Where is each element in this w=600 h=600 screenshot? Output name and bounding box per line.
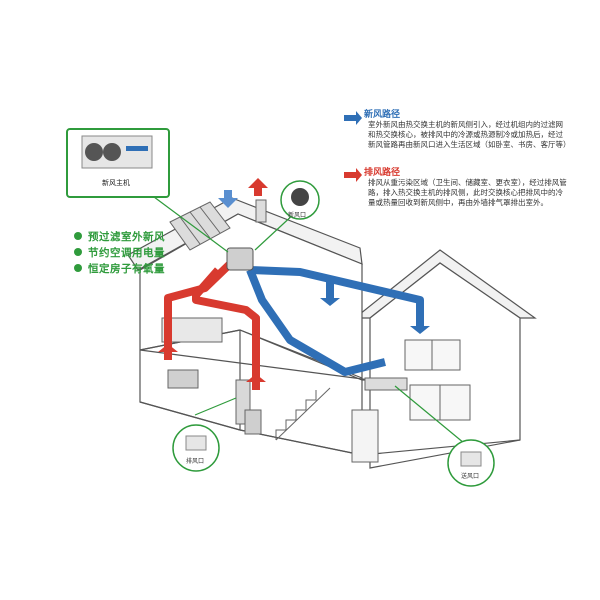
exhaust-air-text: 排风从重污染区域（卫生间、储藏室、更衣室），经过排风管路，排入热交换主机的排风侧… — [368, 178, 567, 207]
fresh-air-inlet-arrow-icon — [218, 190, 238, 208]
ventilation-unit-photo-icon — [81, 135, 153, 169]
supply-arrow-icon-2 — [320, 292, 340, 306]
chimney — [255, 199, 267, 223]
exhaust-vent-label: 排风口 — [186, 458, 205, 465]
device-callout-box — [66, 128, 170, 198]
exhaust-air-title: 排风路径 — [364, 168, 401, 178]
roof-solar-panel-icon — [169, 201, 231, 251]
flow-arrows — [158, 178, 430, 390]
exhaust-outlet-arrow-icon — [248, 178, 268, 196]
benefit-item: 节约空调用电量 — [74, 244, 165, 260]
benefit-text: 预过滤室外新风 — [88, 230, 165, 243]
device-callout-label: 新风主机 — [102, 179, 130, 187]
exhaust-duct — [164, 259, 260, 385]
benefit-text: 恒定房子有氧量 — [88, 262, 165, 275]
benefit-item: 恒定房子有氧量 — [74, 260, 165, 276]
supply-vent-label: 送风口 — [461, 473, 480, 480]
exhaust-air-legend: 排风路径 排风从重污染区域（卫生间、储藏室、更衣室），经过排风管路，排入热交换主… — [342, 168, 567, 208]
ventilation-unit-icon — [226, 247, 254, 271]
bullet-icon — [74, 264, 82, 272]
fresh-air-title: 新风路径 — [364, 110, 401, 120]
fresh-air-legend-arrow-icon — [344, 111, 362, 125]
fresh-air-legend: 新风路径 室外新风由热交换主机的新风侧引入，经过机组内的过滤网和热交换核心，被排… — [342, 110, 571, 150]
bullet-icon — [74, 248, 82, 256]
top-vent-label: 新风口 — [288, 212, 307, 219]
exhaust-arrow-icon — [158, 344, 178, 360]
exhaust-air-legend-arrow-icon — [344, 168, 362, 182]
benefit-text: 节约空调用电量 — [88, 246, 165, 259]
callout-lines — [149, 193, 471, 449]
exhaust-arrow-icon-2 — [246, 374, 266, 390]
bullet-icon — [74, 232, 82, 240]
fresh-air-text: 室外新风由热交换主机的新风侧引入，经过机组内的过滤网和热交换核心，被排风中的冷源… — [368, 120, 571, 149]
supply-arrow-icon — [410, 318, 430, 334]
benefits-list: 预过滤室外新风 节约空调用电量 恒定房子有氧量 — [74, 228, 165, 276]
benefit-item: 预过滤室外新风 — [74, 228, 165, 244]
